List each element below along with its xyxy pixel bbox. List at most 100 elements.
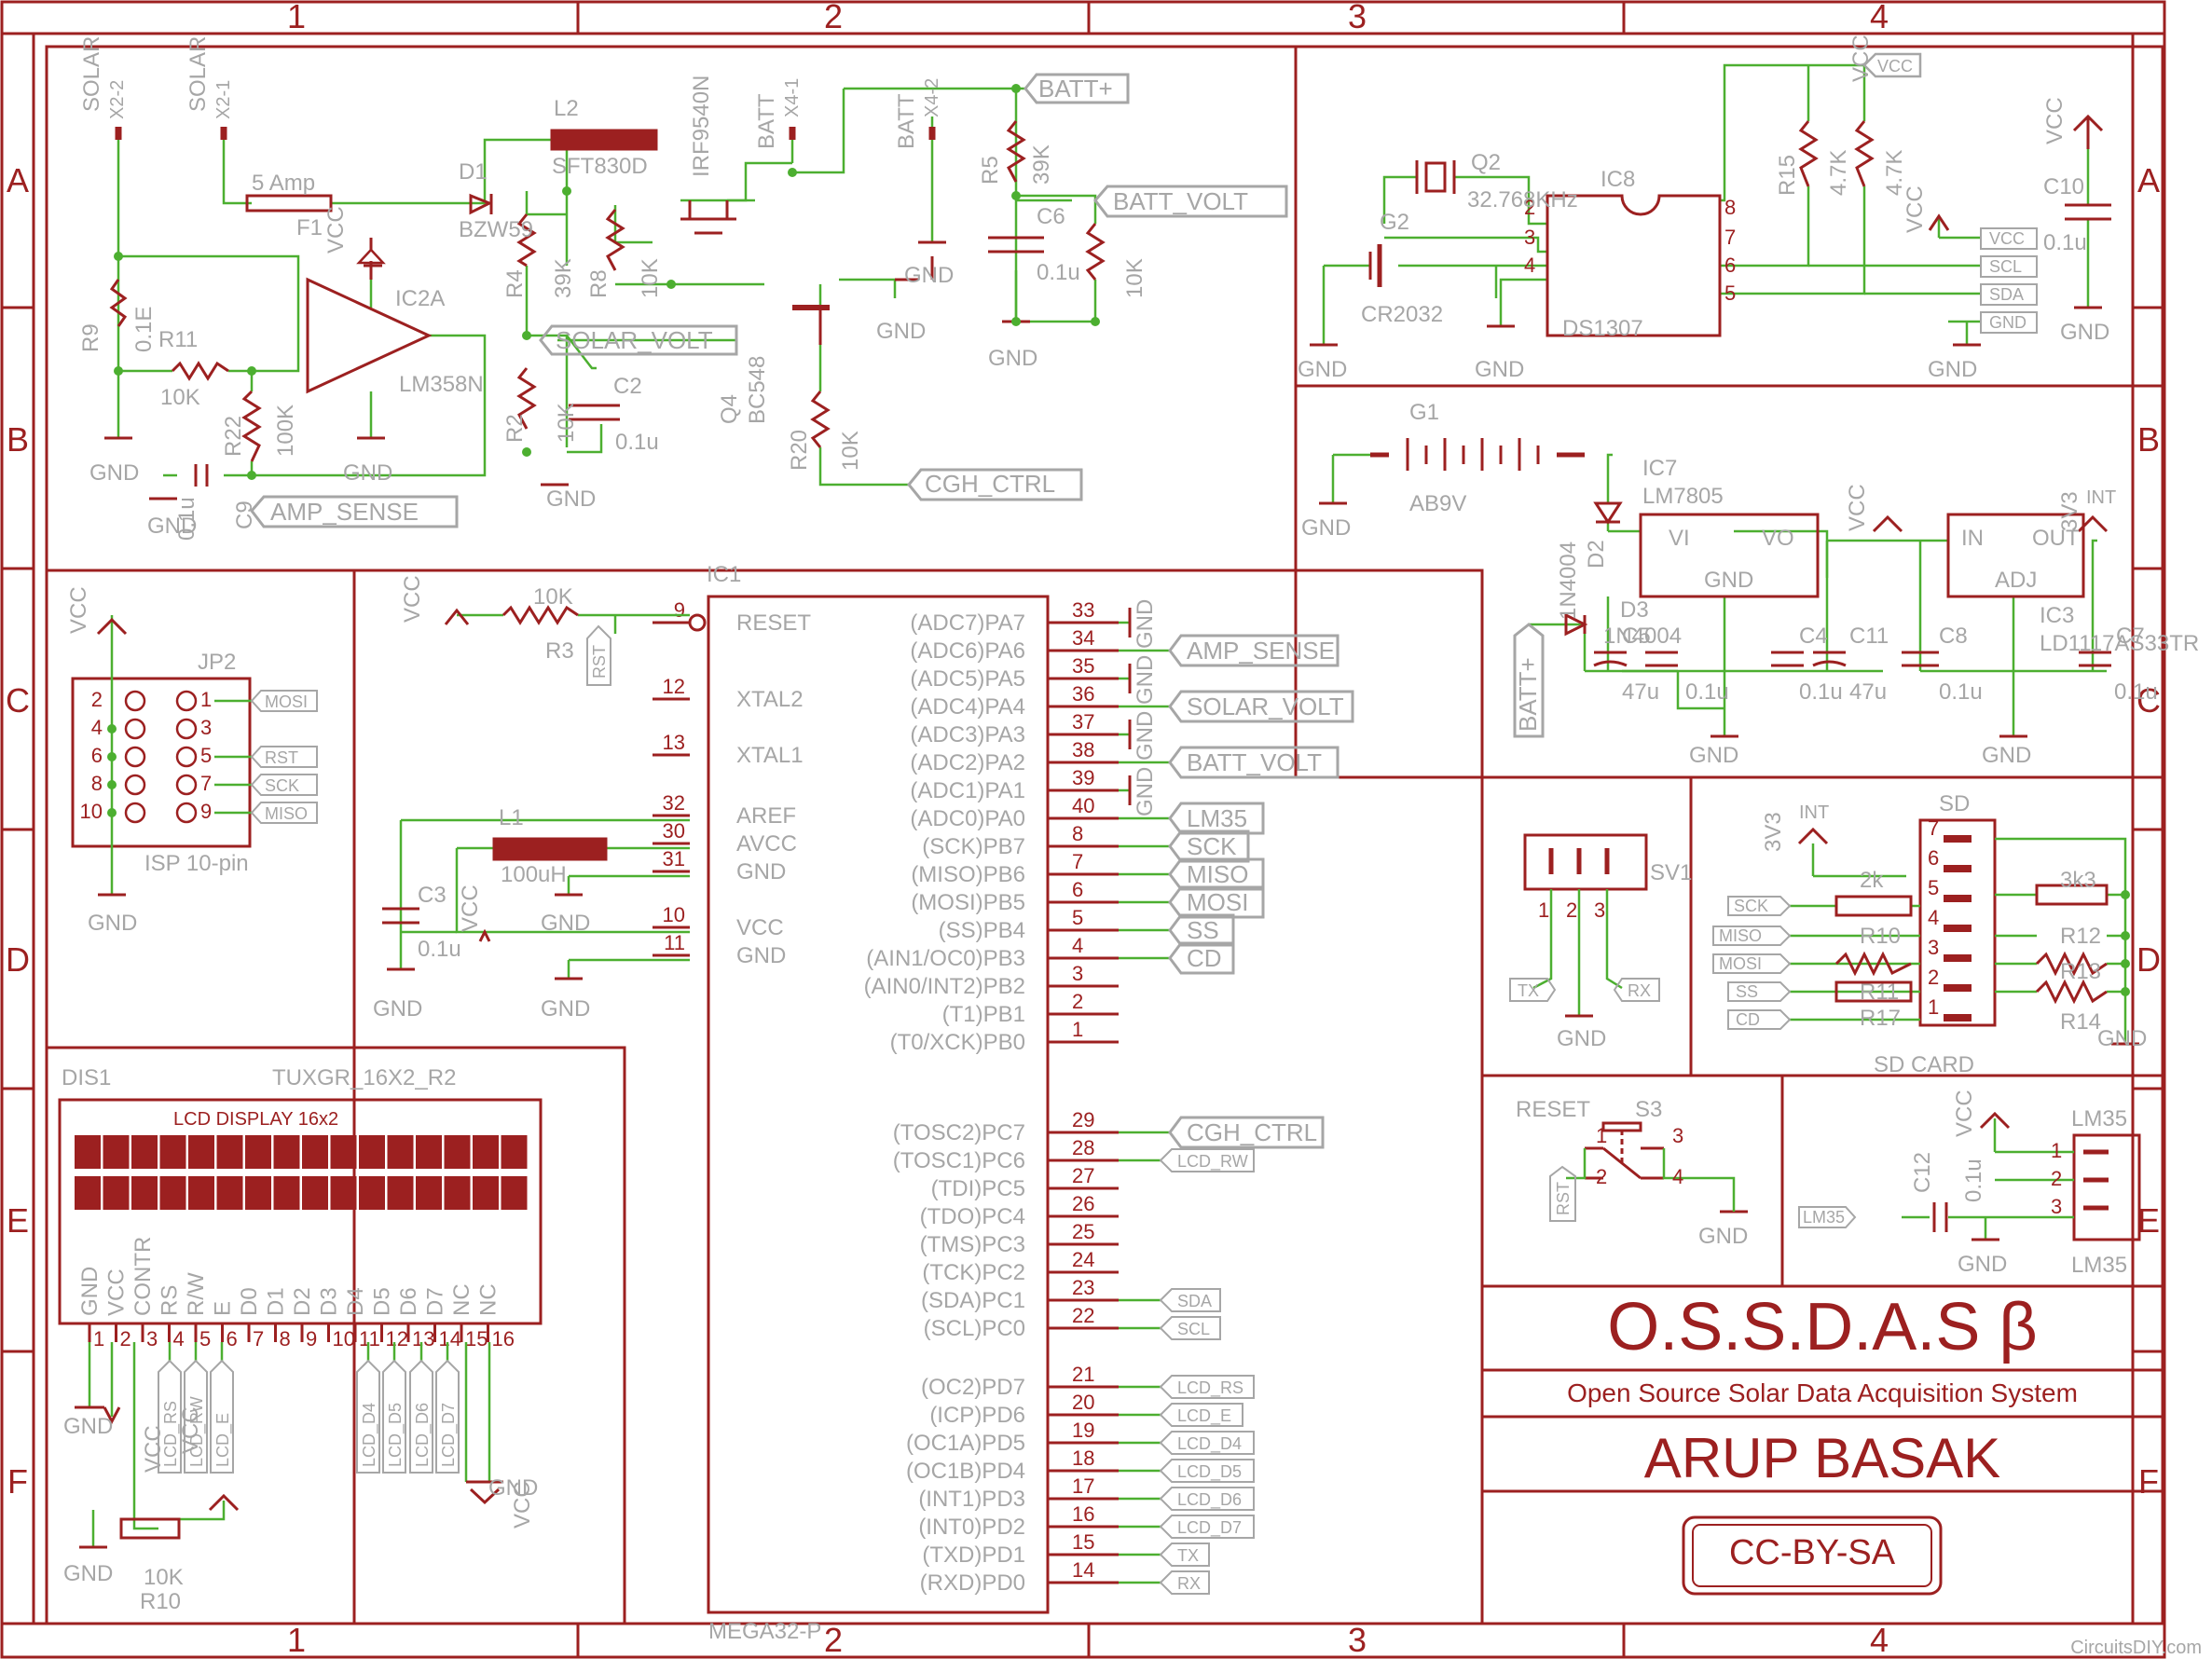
label-c2-value: 0.1u bbox=[615, 430, 659, 455]
mcu-left-pin-number: 30 bbox=[663, 819, 685, 843]
mcu-gnd-label: GND bbox=[1133, 655, 1158, 705]
svg-text:RST: RST bbox=[1554, 1182, 1573, 1215]
mcu-right-pin-number: 19 bbox=[1072, 1419, 1094, 1442]
sd-pin-number: 3 bbox=[1928, 936, 1939, 959]
isp-pin: 10 bbox=[80, 800, 103, 823]
row-label-right: C bbox=[2136, 681, 2161, 720]
mcu-right-pin-name: (TCK)PC2 bbox=[922, 1260, 1025, 1285]
isp-signal-mosi: MOSI bbox=[265, 692, 308, 711]
reset-title: RESET bbox=[1516, 1097, 1590, 1122]
mcu-net-flag bbox=[1168, 1116, 1325, 1149]
mcu-net-label: CGH_CTRL bbox=[1187, 1118, 1317, 1146]
mcu-net-label: LCD_D5 bbox=[1177, 1462, 1242, 1482]
label-gnd: GND bbox=[1298, 357, 1347, 382]
label-vcc: VCC bbox=[510, 1481, 535, 1529]
svg-text:SDA: SDA bbox=[1989, 285, 2024, 304]
row-label-right: F bbox=[2138, 1462, 2159, 1501]
mcu-left-pin-name: GND bbox=[736, 943, 786, 968]
mcu-right-pin-number: 27 bbox=[1072, 1164, 1094, 1187]
solar-charger-labels: SOLAR X2-2 SOLAR X2-1 BATT X4-1 BATT X4-… bbox=[78, 36, 1147, 541]
label-vi: VI bbox=[1669, 526, 1690, 551]
solar-charger-parts bbox=[109, 120, 1106, 487]
lcd-cell bbox=[75, 1135, 101, 1169]
lcd-cell bbox=[387, 1135, 414, 1169]
solar-charger-flags: BATT+ BATT_VOLT SOLAR_VOLT CGH_CTRL AMP_… bbox=[250, 73, 1288, 528]
mcu-net-label: RX bbox=[1177, 1574, 1201, 1593]
mcu-net-label: LCD_D6 bbox=[1177, 1490, 1242, 1510]
label-gnd: GND bbox=[147, 514, 197, 539]
label-gnd: GND bbox=[488, 1475, 538, 1501]
mcu-net-flag bbox=[1159, 1288, 1221, 1312]
label-g2-ref: G2 bbox=[1380, 210, 1409, 235]
lcd-pins: GND1VCC2CONTR3RS4R/W5E6D07D18D29D310D411… bbox=[77, 1237, 515, 1351]
label-q2-value: 32.768KHz bbox=[1467, 187, 1578, 213]
label-l1-value: 100uH bbox=[501, 862, 567, 887]
reset-name: S3 bbox=[1635, 1097, 1662, 1122]
lcd-flag-shape bbox=[158, 1359, 182, 1474]
lcd-pin-name: E bbox=[211, 1301, 236, 1316]
lcd-pin-number: 7 bbox=[253, 1327, 264, 1351]
svg-text:SCL: SCL bbox=[1989, 257, 2022, 276]
label-d3-ref: D3 bbox=[1620, 597, 1649, 623]
sd-pin-number: 4 bbox=[1928, 906, 1939, 929]
rtc-section bbox=[1322, 63, 2090, 345]
lcd-pin-name: D6 bbox=[396, 1287, 421, 1316]
project-title: O.S.S.D.A.S β bbox=[1607, 1290, 2038, 1364]
label-int: INT bbox=[1799, 802, 1829, 823]
lcd-flag-label: LCD_RW bbox=[187, 1396, 207, 1467]
label-mosfet: IRF9540N bbox=[689, 75, 714, 177]
mcu-right-pin-name: (TOSC1)PC6 bbox=[893, 1148, 1025, 1173]
isp-pin: 6 bbox=[91, 744, 103, 767]
label-batt-2-ref: X4-2 bbox=[922, 78, 942, 117]
col-label-bottom: 4 bbox=[1870, 1621, 1889, 1659]
label-g2-part: CR2032 bbox=[1361, 302, 1443, 327]
author-name: ARUP BASAK bbox=[1644, 1427, 2000, 1489]
mcu-right-pin-name: (T1)PB1 bbox=[942, 1002, 1025, 1027]
col-label-top: 4 bbox=[1870, 0, 1889, 35]
lcd-flag-shape bbox=[356, 1359, 380, 1474]
svg-text:BATT_VOLT: BATT_VOLT bbox=[1113, 187, 1248, 215]
lcd-cell bbox=[387, 1176, 414, 1210]
mcu-left-pin-number: 32 bbox=[663, 791, 685, 815]
col-label-top: 3 bbox=[1348, 0, 1367, 35]
label-g1-part: AB9V bbox=[1409, 491, 1466, 516]
col-label-top: 1 bbox=[287, 0, 306, 35]
label-r2-value: 10K bbox=[554, 403, 579, 443]
lcd-flag-label: LCD_D7 bbox=[439, 1403, 459, 1467]
lcd-cell bbox=[416, 1176, 442, 1210]
label-r8-ref: R8 bbox=[586, 269, 611, 298]
mcu-net-label: SS bbox=[1187, 916, 1219, 944]
mcu-net-flag bbox=[1159, 1316, 1221, 1340]
lcd-cell bbox=[330, 1135, 357, 1169]
mcu-net-flag bbox=[1168, 830, 1250, 863]
rtc-parts bbox=[1310, 114, 2111, 347]
regulator-flags: BATT+ bbox=[1513, 623, 1545, 738]
mcu-net-flag bbox=[1159, 1515, 1255, 1539]
svg-text:BATT+: BATT+ bbox=[1038, 75, 1113, 103]
lcd-character-cells bbox=[75, 1135, 528, 1210]
label-q4-part: BC548 bbox=[745, 356, 770, 424]
label-gnd: GND bbox=[904, 263, 954, 288]
lcd-cell bbox=[273, 1135, 300, 1169]
mcu-right-pin-number: 20 bbox=[1072, 1391, 1094, 1414]
flag-rst: RST bbox=[1549, 1165, 1576, 1222]
mcu-right-pin-name: (ADC5)PA5 bbox=[910, 666, 1025, 692]
lcd-pin-name: D2 bbox=[290, 1287, 315, 1316]
label-r2-ref: R2 bbox=[502, 414, 528, 443]
label-c7-ref: C7 bbox=[2116, 624, 2145, 649]
label-in: IN bbox=[1961, 526, 1984, 551]
sd-title: SD bbox=[1939, 791, 1970, 816]
sd-pin-number: 5 bbox=[1928, 876, 1939, 899]
mcu-right-pin-name: (ICP)PD6 bbox=[929, 1403, 1025, 1428]
svg-text:SOLAR_VOLT: SOLAR_VOLT bbox=[556, 326, 713, 354]
lcd-cell bbox=[330, 1176, 357, 1210]
col-label-bottom: 1 bbox=[287, 1621, 306, 1659]
lcd-cell bbox=[103, 1135, 130, 1169]
rtc-pin: 2 bbox=[1524, 196, 1535, 219]
mcu-left-pin-name: AREF bbox=[736, 803, 796, 829]
lcd-cell bbox=[302, 1176, 328, 1210]
label-r8-value: 10K bbox=[638, 258, 663, 298]
label-vcc: VCC bbox=[141, 1425, 166, 1473]
label-gnd: GND bbox=[63, 1414, 113, 1439]
rtc-connector-ends bbox=[1980, 227, 2038, 334]
